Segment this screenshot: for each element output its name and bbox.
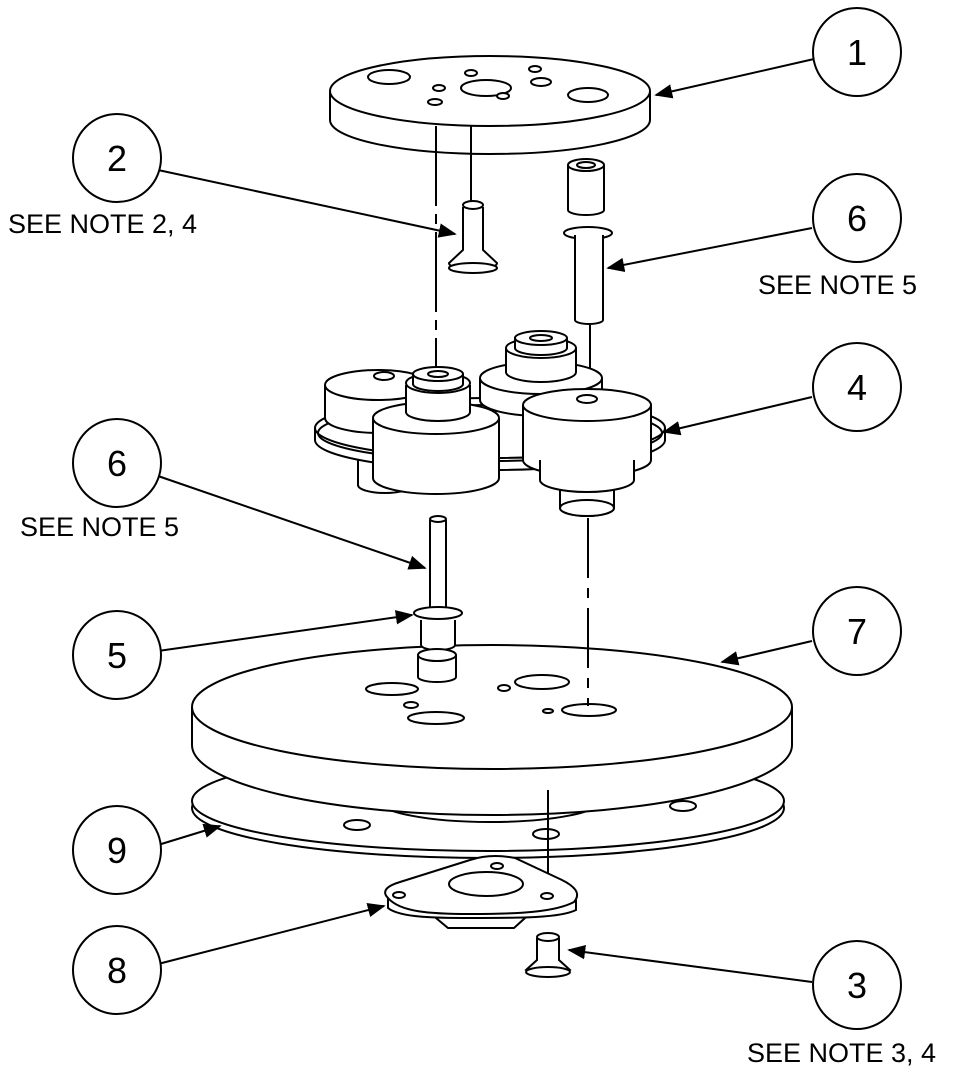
balloon-8-number: 8 <box>107 950 127 991</box>
note-label-6-lower: SEE NOTE 5 <box>20 512 179 542</box>
part-8-bracket <box>384 854 579 929</box>
leader-1 <box>654 58 815 99</box>
part-6-cap-screw-upper <box>563 158 613 325</box>
part-1-top-plate <box>329 55 651 155</box>
balloon-3 <box>812 940 902 1030</box>
note-label-6-upper: SEE NOTE 5 <box>758 270 917 300</box>
leader-7 <box>720 640 813 666</box>
balloon-5 <box>72 610 162 700</box>
part-2-flat-head-screw <box>447 200 499 274</box>
note-label-2: SEE NOTE 2, 4 <box>8 209 197 239</box>
balloon-6-lower-number: 6 <box>107 443 127 484</box>
part-7-base-plate <box>191 644 793 816</box>
leader-3 <box>567 944 813 983</box>
balloon-1 <box>812 7 902 97</box>
balloon-7 <box>812 586 902 676</box>
leader-8 <box>157 903 386 965</box>
balloon-7-number: 7 <box>847 611 867 652</box>
part-6-cap-screw-lower <box>413 515 463 683</box>
balloon-4-number: 4 <box>847 367 867 408</box>
leader-4 <box>662 396 813 436</box>
balloon-9-number: 9 <box>107 830 127 871</box>
balloon-6-upper-number: 6 <box>847 198 867 239</box>
balloon-6-lower <box>72 418 162 508</box>
balloon-3-number: 3 <box>847 965 867 1006</box>
balloon-2-number: 2 <box>107 138 127 179</box>
balloon-2 <box>72 113 162 203</box>
part-3-flat-head-screw <box>524 932 572 978</box>
balloon-5-number: 5 <box>107 635 127 676</box>
balloon-4 <box>812 342 902 432</box>
note-label-3: SEE NOTE 3, 4 <box>747 1038 936 1068</box>
leader-6-lower <box>157 475 427 570</box>
leader-2 <box>157 169 457 238</box>
leader-9 <box>157 823 222 846</box>
balloon-6-upper <box>812 173 902 263</box>
leader-6-upper <box>606 227 813 272</box>
balloon-1-number: 1 <box>847 32 867 73</box>
leader-lines <box>157 58 815 983</box>
leader-5 <box>157 610 414 652</box>
part-4-roller-assembly <box>314 330 666 517</box>
balloon-8 <box>72 925 162 1015</box>
balloon-9 <box>72 805 162 895</box>
